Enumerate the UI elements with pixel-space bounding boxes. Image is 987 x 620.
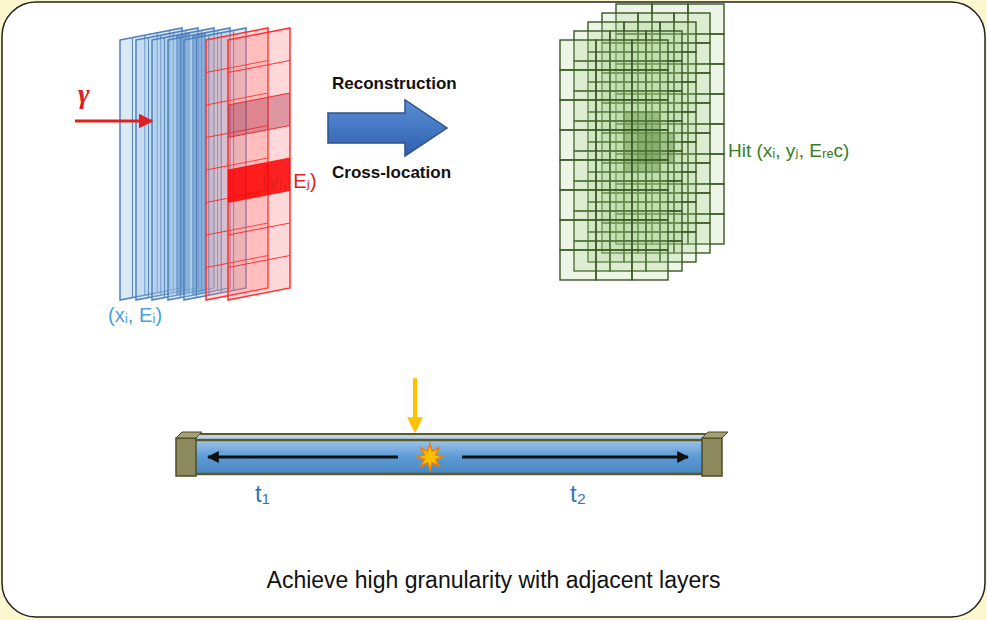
caption: Achieve high granularity with adjacent l… <box>267 567 721 593</box>
process-arrow <box>328 100 447 156</box>
hit-grid <box>560 4 724 280</box>
crystal-layers <box>120 28 290 300</box>
strip-label: (yⱼ, Eⱼ) <box>262 170 317 193</box>
process-label: Cross-location <box>332 163 451 183</box>
light-arrow <box>208 456 398 459</box>
gamma-arrow <box>75 120 152 123</box>
light-arrow <box>462 456 688 459</box>
time-label: t₁ <box>255 480 270 508</box>
time-label: t₂ <box>570 480 586 508</box>
strip-label: (xᵢ, Eᵢ) <box>108 304 162 327</box>
hit-label: Hit (xᵢ, yⱼ, Eᵣₑc) <box>728 140 849 162</box>
gamma-label: γ <box>78 78 90 110</box>
incident-arrow <box>413 378 417 430</box>
interaction-burst <box>417 444 443 470</box>
process-label: Reconstruction <box>332 74 457 94</box>
crystal-bar <box>176 432 728 476</box>
